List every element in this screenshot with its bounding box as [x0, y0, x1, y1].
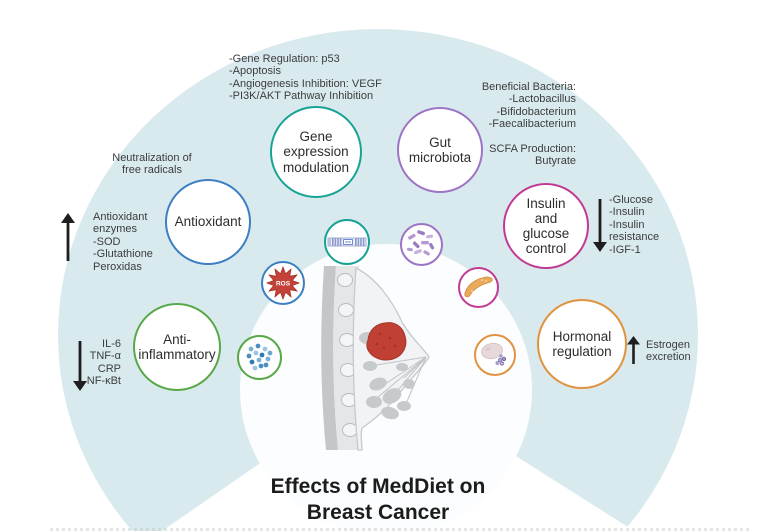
node-gene-expression-label: Gene expression modulation — [282, 129, 350, 175]
annotation-antioxidant-enzymes: Antioxidant enzymes -SOD -Glutathione Pe… — [93, 211, 153, 273]
node-antioxidant-label: Antioxidant — [174, 214, 242, 230]
cytokines-icon-circle — [237, 335, 282, 380]
hormone-gland-icon-circle — [474, 334, 516, 376]
dna-sequence-icon — [327, 237, 367, 247]
ros-starburst-icon: ROS — [265, 265, 301, 301]
decrease-arrow-glucose-markers — [593, 199, 607, 252]
annotation-neutralization: Neutralization of free radicals — [112, 152, 192, 177]
hormone-gland-icon — [481, 342, 507, 366]
decrease-arrow-inflammation-markers — [73, 341, 87, 391]
node-hormonal-regulation: Hormonal regulation — [537, 299, 627, 389]
cropped-caption-text — [50, 528, 750, 531]
annotation-glucose-markers: -Glucose -Insulin -Insulin resistance -I… — [609, 194, 660, 256]
ros-label: ROS — [276, 281, 291, 288]
node-insulin-label: Insulin and glucose control — [522, 195, 570, 257]
chest-wall-muscle — [321, 266, 338, 450]
milk-ducts — [369, 356, 427, 407]
node-gene-expression-modulation: Gene expression modulation — [270, 106, 362, 198]
ros-icon-circle: ROS — [261, 261, 305, 305]
diagram-title: Effects of MedDiet on Breast Cancer — [270, 475, 486, 524]
annotation-scfa-production: SCFA Production: Butyrate — [489, 143, 576, 168]
hormone-molecules — [495, 354, 507, 366]
bacteria-icon-circle — [400, 223, 443, 266]
pancreas-icon — [464, 276, 493, 298]
node-gut-microbiota: Gut microbiota — [397, 107, 483, 193]
tumor — [366, 322, 407, 361]
increase-arrow-antioxidant-enzymes — [61, 213, 75, 261]
node-hormonal-label: Hormonal regulation — [552, 328, 612, 359]
annotation-inflammation-markers: IL-6 TNF-α CRP NF-κBt — [86, 338, 121, 388]
cytokine-dots-icon — [246, 343, 273, 371]
pancreas-icon-circle — [458, 267, 499, 308]
breast-cross-section-illustration — [321, 266, 430, 451]
gene-sequence-icon-circle — [324, 219, 370, 265]
node-anti-inflammatory-label: Anti-inflammatory — [138, 331, 216, 362]
annotation-estrogen: Estrogen excretion — [646, 339, 691, 364]
node-antioxidant: Antioxidant — [165, 179, 251, 265]
increase-arrow-estrogen — [627, 336, 640, 364]
node-insulin-glucose-control: Insulin and glucose control — [503, 183, 589, 269]
annotation-beneficial-bacteria: Beneficial Bacteria: -Lactobacillus -Bif… — [481, 81, 576, 131]
node-gut-microbiota-label: Gut microbiota — [408, 134, 472, 165]
node-anti-inflammatory: Anti-inflammatory — [133, 303, 221, 391]
bacteria-icon — [406, 230, 435, 256]
annotation-gene-regulation: -Gene Regulation: p53 -Apoptosis -Angiog… — [229, 53, 382, 103]
